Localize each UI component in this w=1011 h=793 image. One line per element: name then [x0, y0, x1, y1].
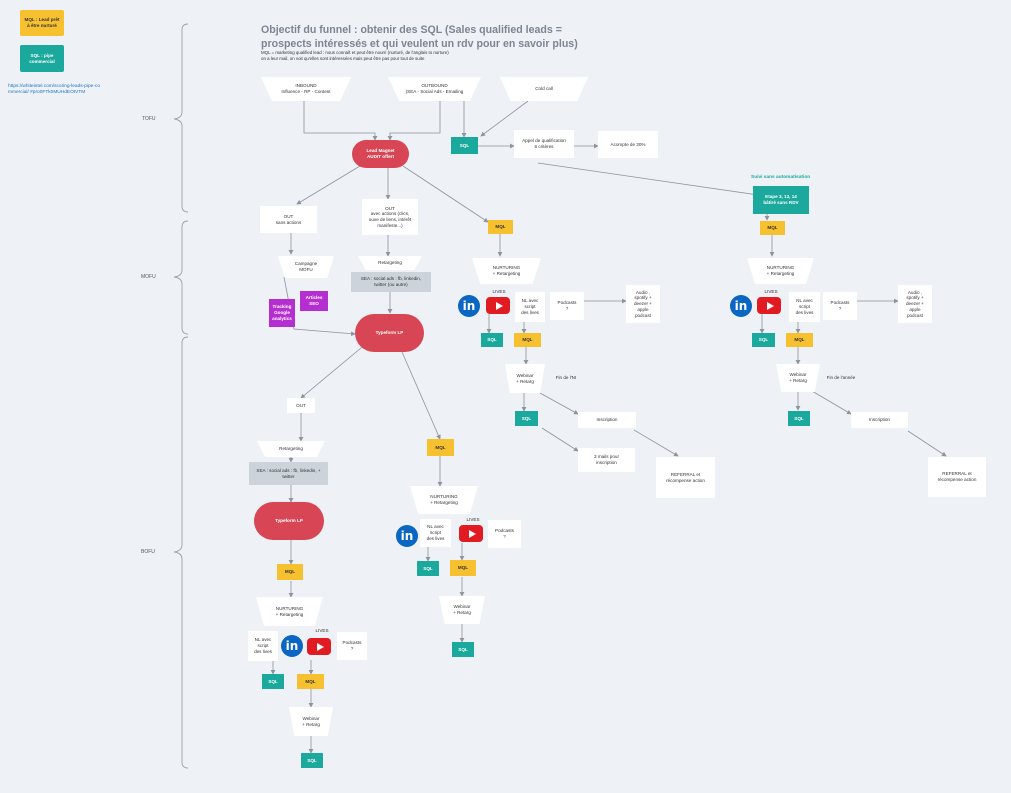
acompte-node: Acompte de 30% — [598, 131, 658, 158]
linkedin-icon: in — [281, 635, 303, 657]
campagne-node: Campagne MOFU — [278, 256, 334, 278]
sea-node: SEA : social ads : fb, linkedin, twitter… — [351, 272, 431, 292]
out-avec-node: OUT avec actions (clics, ouve de liens, … — [362, 199, 418, 235]
mql-center-node: MQL — [488, 220, 513, 234]
sql-node: SQL — [417, 561, 439, 576]
tier-mofu: MOFU — [141, 274, 156, 280]
webinar-node: Webinar + Retarg — [505, 364, 545, 393]
retargeting-node: Retargeting — [358, 256, 422, 270]
sql-node: SQL — [452, 642, 474, 657]
nurturing-node: NURTURING + Retargeting — [747, 258, 814, 284]
inscription-node: Inscription — [578, 412, 636, 428]
youtube-icon — [459, 525, 483, 542]
podcasts-node: Podcasts ? — [488, 520, 521, 548]
lives-label: LIVES — [315, 628, 329, 633]
sql-node: SQL — [262, 674, 284, 689]
referral-node: REFERRAL et récompense action — [928, 457, 986, 497]
nl-node: NL avec script des lives — [248, 631, 278, 661]
audio-node: Audio , spotify + deezer + apple podcast — [898, 285, 932, 323]
nurturing-node: NURTURING + Retargeting — [256, 597, 323, 626]
linkedin-icon: in — [730, 295, 752, 317]
tracking-node: Tracking Google analytics — [269, 299, 295, 327]
legend-sql: SQL : pipe commercial — [20, 45, 64, 72]
lead-magnet-node: Lead Magnet AUDIT offert — [352, 140, 409, 168]
appel-node: Appel de qualification 6 critères — [514, 130, 574, 158]
linkedin-icon: in — [458, 295, 480, 317]
articles-seo-node: Articles SEO — [300, 291, 328, 311]
nl-node: NL avec script des lives — [515, 292, 545, 322]
sql-cold-node: SQL — [451, 137, 478, 154]
sql-node: SQL — [788, 411, 810, 426]
retargeting-node: Retargeting — [257, 441, 325, 457]
nurturing-node: NURTURING + Retargeting — [472, 258, 541, 284]
nl-node: NL avec script des lives — [420, 519, 451, 547]
youtube-icon — [486, 297, 510, 314]
sql-node: SQL — [752, 333, 775, 347]
podcasts-node: Podcasts ? — [823, 292, 857, 320]
inbound-node: INBOUND Influence - RP - Content — [261, 77, 351, 101]
lives-label: LIVES — [466, 517, 480, 522]
mql-far-node: MQL — [760, 221, 785, 235]
mql-node: MQL — [450, 560, 476, 576]
webinar-node: Webinar + Retarg — [439, 596, 485, 624]
typeform-lp-node: Typeform LP — [355, 314, 424, 352]
podcasts-node: Podcasts ? — [550, 292, 584, 320]
suivi-label: Suivi sans automatisation — [751, 175, 811, 180]
webinar-node: Webinar + Retarg — [776, 364, 820, 392]
out-node: OUT — [287, 398, 315, 413]
lives-label: LIVES — [492, 289, 506, 294]
webinar-node: Webinar + Retarg — [289, 707, 333, 736]
youtube-icon — [757, 297, 781, 314]
youtube-icon — [307, 638, 331, 655]
fin-nl-label: Fin de l'NI — [555, 375, 577, 380]
sql-node: SQL — [515, 411, 538, 426]
coldcall-node: Cold call — [500, 77, 588, 101]
out-sans-node: OUT sans actions — [260, 206, 317, 233]
tier-tofu: TOFU — [142, 116, 156, 122]
mql-left-node: MQL — [277, 564, 303, 580]
etape-node: Etape 3, 13, 14 bâtiré sans RDV — [753, 186, 809, 214]
podcasts-node: Podcasts ? — [337, 632, 367, 660]
outbound-node: OUTBOUND (SEA - Social Ads - Emailing — [388, 77, 481, 101]
page-title: Objectif du funnel : obtenir des SQL (Sa… — [261, 24, 578, 50]
sea-node: SEA : social ads : fb, linkedin, + twitt… — [249, 462, 328, 485]
mql-node: MQL — [514, 333, 541, 347]
typeform-lp-node: Typeform LP — [254, 502, 324, 540]
mails-node: 3 mails pour inscription — [578, 448, 635, 472]
inscription-node: Inscription — [851, 412, 908, 428]
audio-node: Audio , spotify + deezer + apple podcast — [626, 285, 660, 323]
referral-node: REFERRAL et récompense action — [656, 457, 715, 498]
mql-center-bofu-node: MQL — [427, 439, 454, 456]
sql-node: SQL — [481, 333, 503, 347]
reference-link[interactable]: https://whiteintel.com/scoring-leads-pip… — [8, 84, 100, 96]
mql-node: MQL — [786, 333, 813, 347]
nl-node: NL avec script des lives — [789, 292, 820, 322]
nurturing-node: NURTURING + Retargeting — [410, 486, 478, 514]
fin-annee-label: Fin de l'année — [826, 375, 856, 380]
legend-mql: MQL : Lead prêt à être nurturé — [20, 10, 64, 36]
sql-node: SQL — [301, 753, 323, 768]
mql-node: MQL — [297, 674, 324, 689]
lives-label: LIVES — [764, 289, 778, 294]
page-subtitle: MQL = marketing qualified lead : nous co… — [261, 50, 449, 61]
linkedin-icon: in — [396, 525, 418, 547]
tier-bofu: BOFU — [141, 549, 155, 555]
